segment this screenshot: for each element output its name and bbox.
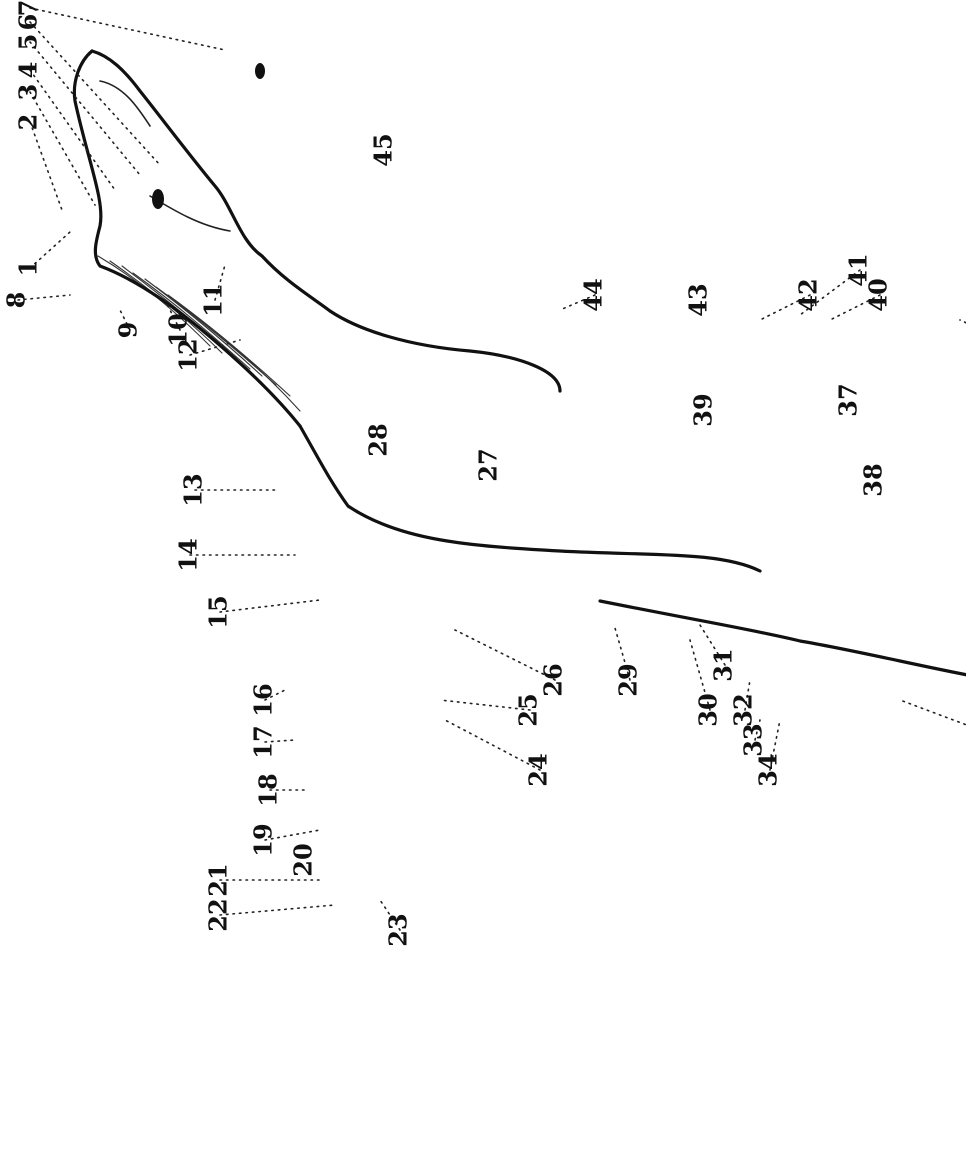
point-label-42: 42 bbox=[794, 278, 823, 311]
leader-line-22 bbox=[220, 905, 335, 915]
point-label-21: 21 bbox=[204, 863, 233, 896]
leader-line-5 bbox=[30, 42, 140, 175]
point-label-16: 16 bbox=[249, 683, 278, 716]
point-label-19: 19 bbox=[249, 823, 278, 856]
point-label-15: 15 bbox=[204, 595, 233, 628]
point-label-8: 8 bbox=[2, 292, 31, 309]
point-label-2: 2 bbox=[14, 114, 43, 131]
point-label-13: 13 bbox=[179, 473, 208, 506]
leader-line-35 bbox=[900, 700, 966, 745]
leader-line-4 bbox=[30, 70, 115, 190]
horse-outline bbox=[74, 51, 966, 681]
point-label-11: 11 bbox=[199, 283, 228, 316]
point-label-4: 4 bbox=[14, 62, 43, 79]
point-label-22: 22 bbox=[204, 898, 233, 931]
leader-line-15 bbox=[220, 600, 320, 612]
point-label-38: 38 bbox=[859, 463, 888, 496]
point-label-32: 32 bbox=[729, 693, 758, 726]
point-label-39: 39 bbox=[689, 393, 718, 426]
point-label-14: 14 bbox=[174, 538, 203, 571]
point-label-34: 34 bbox=[754, 753, 783, 786]
point-label-1: 1 bbox=[14, 260, 43, 277]
point-label-24: 24 bbox=[524, 753, 553, 786]
point-label-29: 29 bbox=[614, 663, 643, 696]
point-label-25: 25 bbox=[514, 693, 543, 726]
point-label-37: 37 bbox=[834, 383, 863, 416]
point-label-41: 41 bbox=[844, 253, 873, 286]
point-label-5: 5 bbox=[14, 34, 43, 51]
point-label-18: 18 bbox=[254, 773, 283, 806]
point-label-17: 17 bbox=[249, 725, 278, 758]
point-label-7: 7 bbox=[14, 0, 43, 16]
point-label-44: 44 bbox=[579, 278, 608, 311]
point-label-31: 31 bbox=[709, 648, 738, 681]
point-label-45: 45 bbox=[369, 133, 398, 166]
point-label-33: 33 bbox=[739, 723, 768, 756]
point-label-12: 12 bbox=[174, 338, 203, 371]
leader-line-36 bbox=[960, 320, 966, 350]
leader-line-7 bbox=[30, 8, 225, 50]
point-label-20: 20 bbox=[289, 843, 318, 876]
point-label-9: 9 bbox=[114, 322, 143, 339]
point-label-30: 30 bbox=[694, 693, 723, 726]
point-label-27: 27 bbox=[474, 448, 503, 481]
point-label-3: 3 bbox=[14, 84, 43, 101]
point-label-23: 23 bbox=[384, 913, 413, 946]
point-label-28: 28 bbox=[364, 423, 393, 456]
point-label-43: 43 bbox=[684, 283, 713, 316]
leader-line-2 bbox=[30, 122, 62, 210]
point-label-26: 26 bbox=[539, 663, 568, 696]
